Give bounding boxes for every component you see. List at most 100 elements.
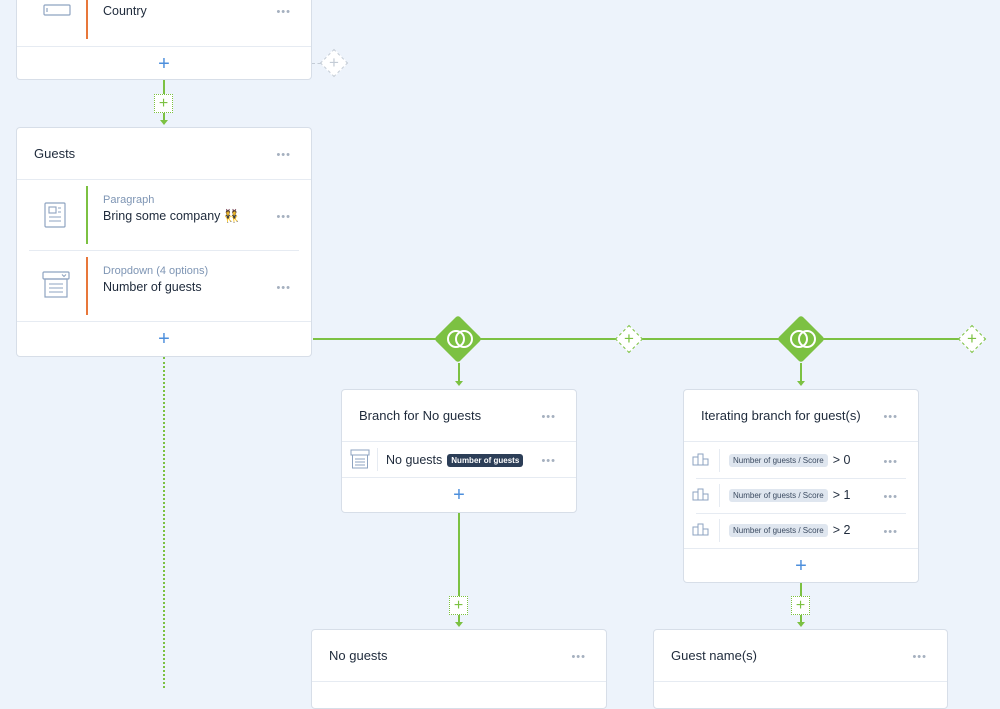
condition-operator: > 1 <box>832 488 851 502</box>
card-header[interactable]: Guests <box>17 128 311 180</box>
plus-icon: + <box>158 53 170 75</box>
condition-operator: > 2 <box>832 523 851 537</box>
connector-dashed <box>312 63 326 64</box>
field-indicator <box>86 257 88 315</box>
condition-row[interactable]: Number of guests / Score > 0 ••• <box>684 443 918 478</box>
add-step-button[interactable]: + <box>791 596 810 615</box>
score-icon <box>692 488 709 501</box>
add-condition-button[interactable]: + <box>342 477 576 512</box>
plus-icon: + <box>329 53 339 72</box>
text-input-icon <box>43 4 71 16</box>
iterating-branch-card[interactable]: Iterating branch for guest(s) ••• Number… <box>683 389 919 583</box>
plus-icon: + <box>158 328 170 350</box>
add-step-button[interactable]: + <box>154 94 173 113</box>
connector-country-to-guests <box>163 80 165 94</box>
branch-circles-icon <box>447 330 473 348</box>
more-horizontal-icon[interactable]: ••• <box>276 282 291 294</box>
field-type: Paragraph <box>103 194 155 206</box>
divider <box>719 449 720 472</box>
add-step-button[interactable]: + <box>449 596 468 615</box>
add-field-button[interactable]: + <box>17 321 311 356</box>
card-title: Guest name(s) <box>671 648 757 663</box>
add-condition-button[interactable]: + <box>684 548 918 582</box>
card-title: No guests <box>329 648 388 663</box>
variable-badge: Number of guests / Score <box>729 453 828 467</box>
condition-label: No guests <box>386 453 443 467</box>
divider <box>377 448 378 471</box>
condition-content: Number of guests / Score > 1 <box>729 488 850 502</box>
field-label: Number of guests <box>103 280 202 294</box>
more-horizontal-icon[interactable]: ••• <box>883 411 898 423</box>
country-card[interactable]: Country ••• + <box>16 0 312 80</box>
card-title: Iterating branch for guest(s) <box>701 408 861 423</box>
variable-badge: Number of guests / Score <box>729 523 828 537</box>
plus-icon: + <box>624 329 634 348</box>
more-horizontal-icon[interactable]: ••• <box>276 149 291 161</box>
connector-line <box>458 512 460 596</box>
guest-names-card[interactable]: Guest name(s) ••• <box>653 629 948 709</box>
dropdown-icon <box>350 449 370 469</box>
score-icon <box>692 523 709 536</box>
more-horizontal-icon[interactable]: ••• <box>541 411 556 423</box>
divider <box>696 478 906 479</box>
field-type: Dropdown (4 options) <box>103 265 209 277</box>
connector-line <box>163 113 165 120</box>
field-label: Country <box>103 4 147 18</box>
condition-row[interactable]: No guests Number of guests ••• <box>342 442 576 477</box>
arrow-icon <box>455 622 463 627</box>
field-label: Bring some company 👯 <box>103 209 240 223</box>
dropdown-field[interactable]: Dropdown (4 options) Number of guests ••… <box>17 251 311 321</box>
branch-no-guests-card[interactable]: Branch for No guests ••• No guests Numbe… <box>341 389 577 513</box>
card-title: Guests <box>34 146 76 161</box>
guests-card[interactable]: Guests ••• Paragraph Bring some company … <box>16 127 312 357</box>
arrow-icon <box>160 120 168 125</box>
more-horizontal-icon[interactable]: ••• <box>883 491 898 503</box>
arrow-icon <box>455 381 463 386</box>
more-horizontal-icon[interactable]: ••• <box>912 651 927 663</box>
condition-row[interactable]: Number of guests / Score > 2 ••• <box>684 513 918 548</box>
variable-badge: Number of guests / Score <box>729 488 828 502</box>
more-horizontal-icon[interactable]: ••• <box>276 211 291 223</box>
field-indicator <box>86 0 88 39</box>
connector-dotted <box>163 357 165 688</box>
country-field[interactable]: Country ••• <box>17 0 311 46</box>
more-horizontal-icon[interactable]: ••• <box>571 651 586 663</box>
card-header[interactable]: Iterating branch for guest(s) <box>684 390 918 442</box>
connector-line <box>800 582 802 596</box>
variable-badge: Number of guests <box>447 453 524 467</box>
field-indicator <box>86 186 88 244</box>
paragraph-field[interactable]: Paragraph Bring some company 👯 ••• <box>17 180 311 250</box>
more-horizontal-icon[interactable]: ••• <box>541 455 556 467</box>
more-horizontal-icon[interactable]: ••• <box>883 526 898 538</box>
divider <box>696 513 906 514</box>
score-icon <box>692 453 709 466</box>
paragraph-icon <box>44 202 66 228</box>
condition-operator: > 0 <box>832 453 851 467</box>
more-horizontal-icon[interactable]: ••• <box>883 456 898 468</box>
plus-icon: + <box>795 555 807 577</box>
no-guests-card[interactable]: No guests ••• <box>311 629 607 709</box>
divider <box>29 250 299 251</box>
condition-content: No guests Number of guests <box>386 453 524 467</box>
card-header[interactable]: Branch for No guests <box>342 390 576 442</box>
card-header[interactable]: Guest name(s) <box>654 630 947 682</box>
condition-content: Number of guests / Score > 2 <box>729 523 850 537</box>
condition-content: Number of guests / Score > 0 <box>729 453 850 467</box>
connector-line <box>458 363 460 381</box>
arrow-icon <box>797 622 805 627</box>
branch-circles-icon <box>790 330 816 348</box>
plus-icon: + <box>967 329 977 348</box>
connector-line <box>800 363 802 381</box>
more-horizontal-icon[interactable]: ••• <box>276 6 291 18</box>
card-header[interactable]: No guests <box>312 630 606 682</box>
connector-line <box>800 615 802 622</box>
arrow-icon <box>797 381 805 386</box>
plus-icon: + <box>453 484 465 506</box>
card-title: Branch for No guests <box>359 408 482 423</box>
add-field-button[interactable]: + <box>17 46 311 79</box>
divider <box>719 519 720 542</box>
dropdown-icon <box>42 271 70 298</box>
divider <box>719 484 720 507</box>
connector-line <box>458 615 460 622</box>
condition-row[interactable]: Number of guests / Score > 1 ••• <box>684 478 918 513</box>
